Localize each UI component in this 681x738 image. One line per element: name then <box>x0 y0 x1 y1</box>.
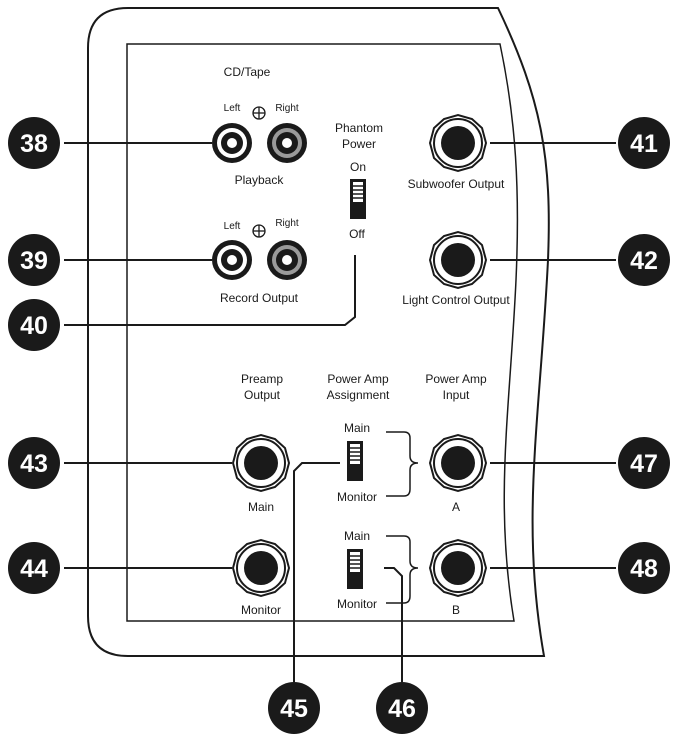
svg-text:46: 46 <box>388 695 416 723</box>
panel-inner-outline <box>126 43 519 622</box>
assignment-switch-a[interactable] <box>346 440 364 482</box>
ground-screw-icon <box>252 106 266 120</box>
callout-44: 44 <box>8 542 60 594</box>
svg-text:43: 43 <box>20 450 48 478</box>
playback-left-label: Left <box>224 103 241 114</box>
svg-text:40: 40 <box>20 312 48 340</box>
phantom-power-switch[interactable] <box>349 178 367 220</box>
callout-47: 47 <box>618 437 670 489</box>
subwoofer-output-label: Subwoofer Output <box>408 177 505 191</box>
callout-46: 46 <box>376 682 428 734</box>
playback-right-rca-jack[interactable] <box>267 123 307 163</box>
preamp-monitor-output-jack[interactable] <box>232 539 290 597</box>
playback-right-label: Right <box>275 103 299 114</box>
record-left-rca-jack[interactable] <box>212 240 252 280</box>
svg-text:44: 44 <box>20 555 48 583</box>
record-right-rca-jack[interactable] <box>267 240 307 280</box>
power-amp-input-a-jack[interactable] <box>429 434 487 492</box>
phantom-label-line2: Power <box>342 137 376 151</box>
callout-39: 39 <box>8 234 60 286</box>
switch-a-monitor-label: Monitor <box>337 490 377 504</box>
switch-b-main-label: Main <box>344 529 370 543</box>
assignment-heading-line1: Power Amp <box>327 372 389 386</box>
record-left-label: Left <box>224 221 241 232</box>
svg-text:42: 42 <box>630 247 658 275</box>
playback-left-rca-jack[interactable] <box>212 123 252 163</box>
preamp-main-output-jack[interactable] <box>232 434 290 492</box>
record-output-label: Record Output <box>220 291 299 305</box>
switch-a-main-label: Main <box>344 421 370 435</box>
cdtape-title: CD/Tape <box>224 65 271 79</box>
svg-text:38: 38 <box>20 130 48 158</box>
svg-text:39: 39 <box>20 247 48 275</box>
subwoofer-output-jack[interactable] <box>429 114 487 172</box>
preamp-heading-line2: Output <box>244 388 281 402</box>
assignment-heading-line2: Assignment <box>327 388 390 402</box>
phantom-on-label: On <box>350 160 366 174</box>
switch-b-monitor-label: Monitor <box>337 597 377 611</box>
svg-text:48: 48 <box>630 555 658 583</box>
leader-lines <box>64 142 616 682</box>
svg-text:45: 45 <box>280 695 308 723</box>
callout-43: 43 <box>8 437 60 489</box>
power-amp-input-b-jack[interactable] <box>429 539 487 597</box>
light-control-output-jack[interactable] <box>429 231 487 289</box>
phantom-off-label: Off <box>349 227 365 241</box>
input-heading-line1: Power Amp <box>425 372 487 386</box>
svg-text:47: 47 <box>630 450 658 478</box>
ground-screw-icon <box>252 224 266 238</box>
phantom-label-line1: Phantom <box>335 121 383 135</box>
playback-label: Playback <box>235 173 285 187</box>
input-heading-line2: Input <box>443 388 470 402</box>
preamp-main-label: Main <box>248 500 274 514</box>
preamp-heading-line1: Preamp <box>241 372 283 386</box>
svg-text:41: 41 <box>630 130 658 158</box>
callout-45: 45 <box>268 682 320 734</box>
record-right-label: Right <box>275 218 299 229</box>
callout-40: 40 <box>8 299 60 351</box>
callout-42: 42 <box>618 234 670 286</box>
light-control-output-label: Light Control Output <box>402 293 510 307</box>
assignment-brace-b <box>386 535 419 604</box>
input-b-label: B <box>452 603 460 617</box>
assignment-switch-b[interactable] <box>346 548 364 590</box>
input-a-label: A <box>452 500 460 514</box>
callout-41: 41 <box>618 117 670 169</box>
callout-38: 38 <box>8 117 60 169</box>
assignment-brace-a <box>386 431 419 497</box>
preamp-monitor-label: Monitor <box>241 603 281 617</box>
callout-48: 48 <box>618 542 670 594</box>
